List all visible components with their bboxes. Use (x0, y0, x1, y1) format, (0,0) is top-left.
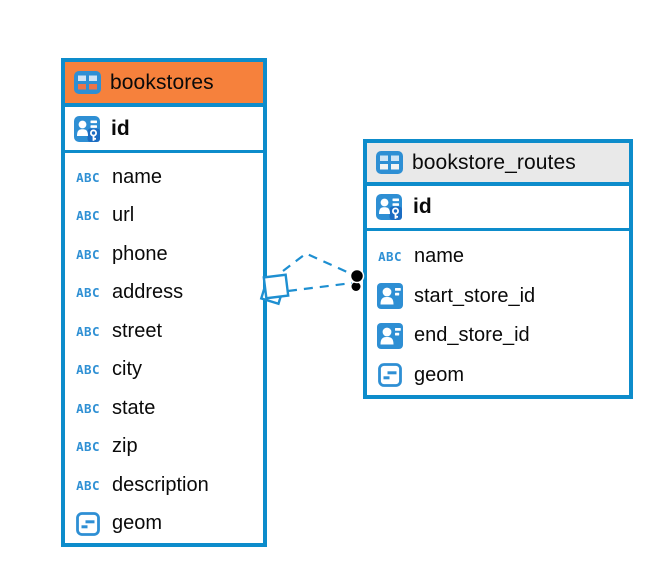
column-name: geom (414, 363, 465, 386)
table-title: bookstore_routes (412, 150, 576, 174)
column-row[interactable]: ABC street (65, 312, 263, 351)
column-name: street (112, 319, 163, 342)
text-type-icon: ABC (76, 400, 100, 416)
column-row[interactable]: geom (65, 505, 263, 544)
column-row[interactable]: start_store_id (367, 277, 629, 317)
table-icon (376, 151, 403, 174)
table-icon (74, 71, 101, 94)
column-row[interactable]: ABC name (367, 237, 629, 277)
endpoint-dot-large (349, 268, 365, 284)
primary-key-icon (72, 116, 102, 142)
column-row[interactable]: ABC url (65, 197, 263, 236)
table-bookstores[interactable]: bookstores id ABC name ABC url ABC phone… (61, 58, 267, 547)
diamond-front (262, 273, 290, 300)
column-list: ABC name start_store_id end_store_id ge (367, 231, 629, 395)
column-row[interactable]: ABC address (65, 274, 263, 313)
column-row[interactable]: ABC zip (65, 428, 263, 467)
text-type-icon: ABC (76, 208, 100, 224)
column-row[interactable]: geom (367, 356, 629, 396)
primary-key-icon (374, 194, 404, 220)
column-row[interactable]: ABC name (65, 158, 263, 197)
text-type-icon: ABC (76, 246, 100, 262)
geometry-type-icon (375, 363, 405, 387)
column-name: name (414, 245, 465, 268)
column-list: ABC name ABC url ABC phone ABC address A… (65, 153, 263, 543)
column-name: address (112, 281, 184, 304)
column-name: id (111, 116, 130, 140)
column-name: end_store_id (414, 324, 530, 347)
column-row[interactable]: ABC city (65, 351, 263, 390)
column-name: id (413, 195, 432, 218)
column-row[interactable]: ABC state (65, 389, 263, 428)
geometry-type-icon (73, 512, 103, 536)
column-name: url (112, 204, 135, 227)
column-name: phone (112, 242, 168, 265)
column-name: description (112, 473, 209, 496)
column-row[interactable]: end_store_id (367, 316, 629, 356)
text-type-icon: ABC (378, 249, 402, 265)
column-row-id[interactable]: id (367, 186, 629, 231)
text-type-icon: ABC (76, 169, 100, 185)
column-row[interactable]: ABC description (65, 466, 263, 505)
table-bookstores-header[interactable]: bookstores (65, 62, 263, 107)
column-name: name (112, 165, 163, 188)
column-name: start_store_id (414, 284, 536, 307)
table-title: bookstores (110, 70, 214, 94)
table-bookstore-routes[interactable]: bookstore_routes id ABC name start_store… (363, 139, 633, 399)
table-bookstore-routes-header[interactable]: bookstore_routes (367, 143, 629, 186)
text-type-icon: ABC (76, 362, 100, 378)
column-row[interactable]: ABC phone (65, 235, 263, 274)
relationship-line-1[interactable] (282, 252, 357, 278)
column-name: geom (112, 512, 163, 535)
text-type-icon: ABC (76, 439, 100, 455)
column-row-id[interactable]: id (65, 107, 263, 153)
one-end-dot-marker[interactable] (349, 268, 365, 292)
reference-type-icon (375, 323, 405, 349)
text-type-icon: ABC (76, 477, 100, 493)
relationship-line-2[interactable] (287, 281, 353, 293)
text-type-icon: ABC (76, 323, 100, 339)
endpoint-dot-small (351, 282, 361, 291)
column-name: state (112, 396, 156, 419)
column-name: zip (112, 435, 138, 458)
text-type-icon: ABC (76, 285, 100, 301)
reference-type-icon (375, 283, 405, 309)
column-name: city (112, 358, 142, 381)
